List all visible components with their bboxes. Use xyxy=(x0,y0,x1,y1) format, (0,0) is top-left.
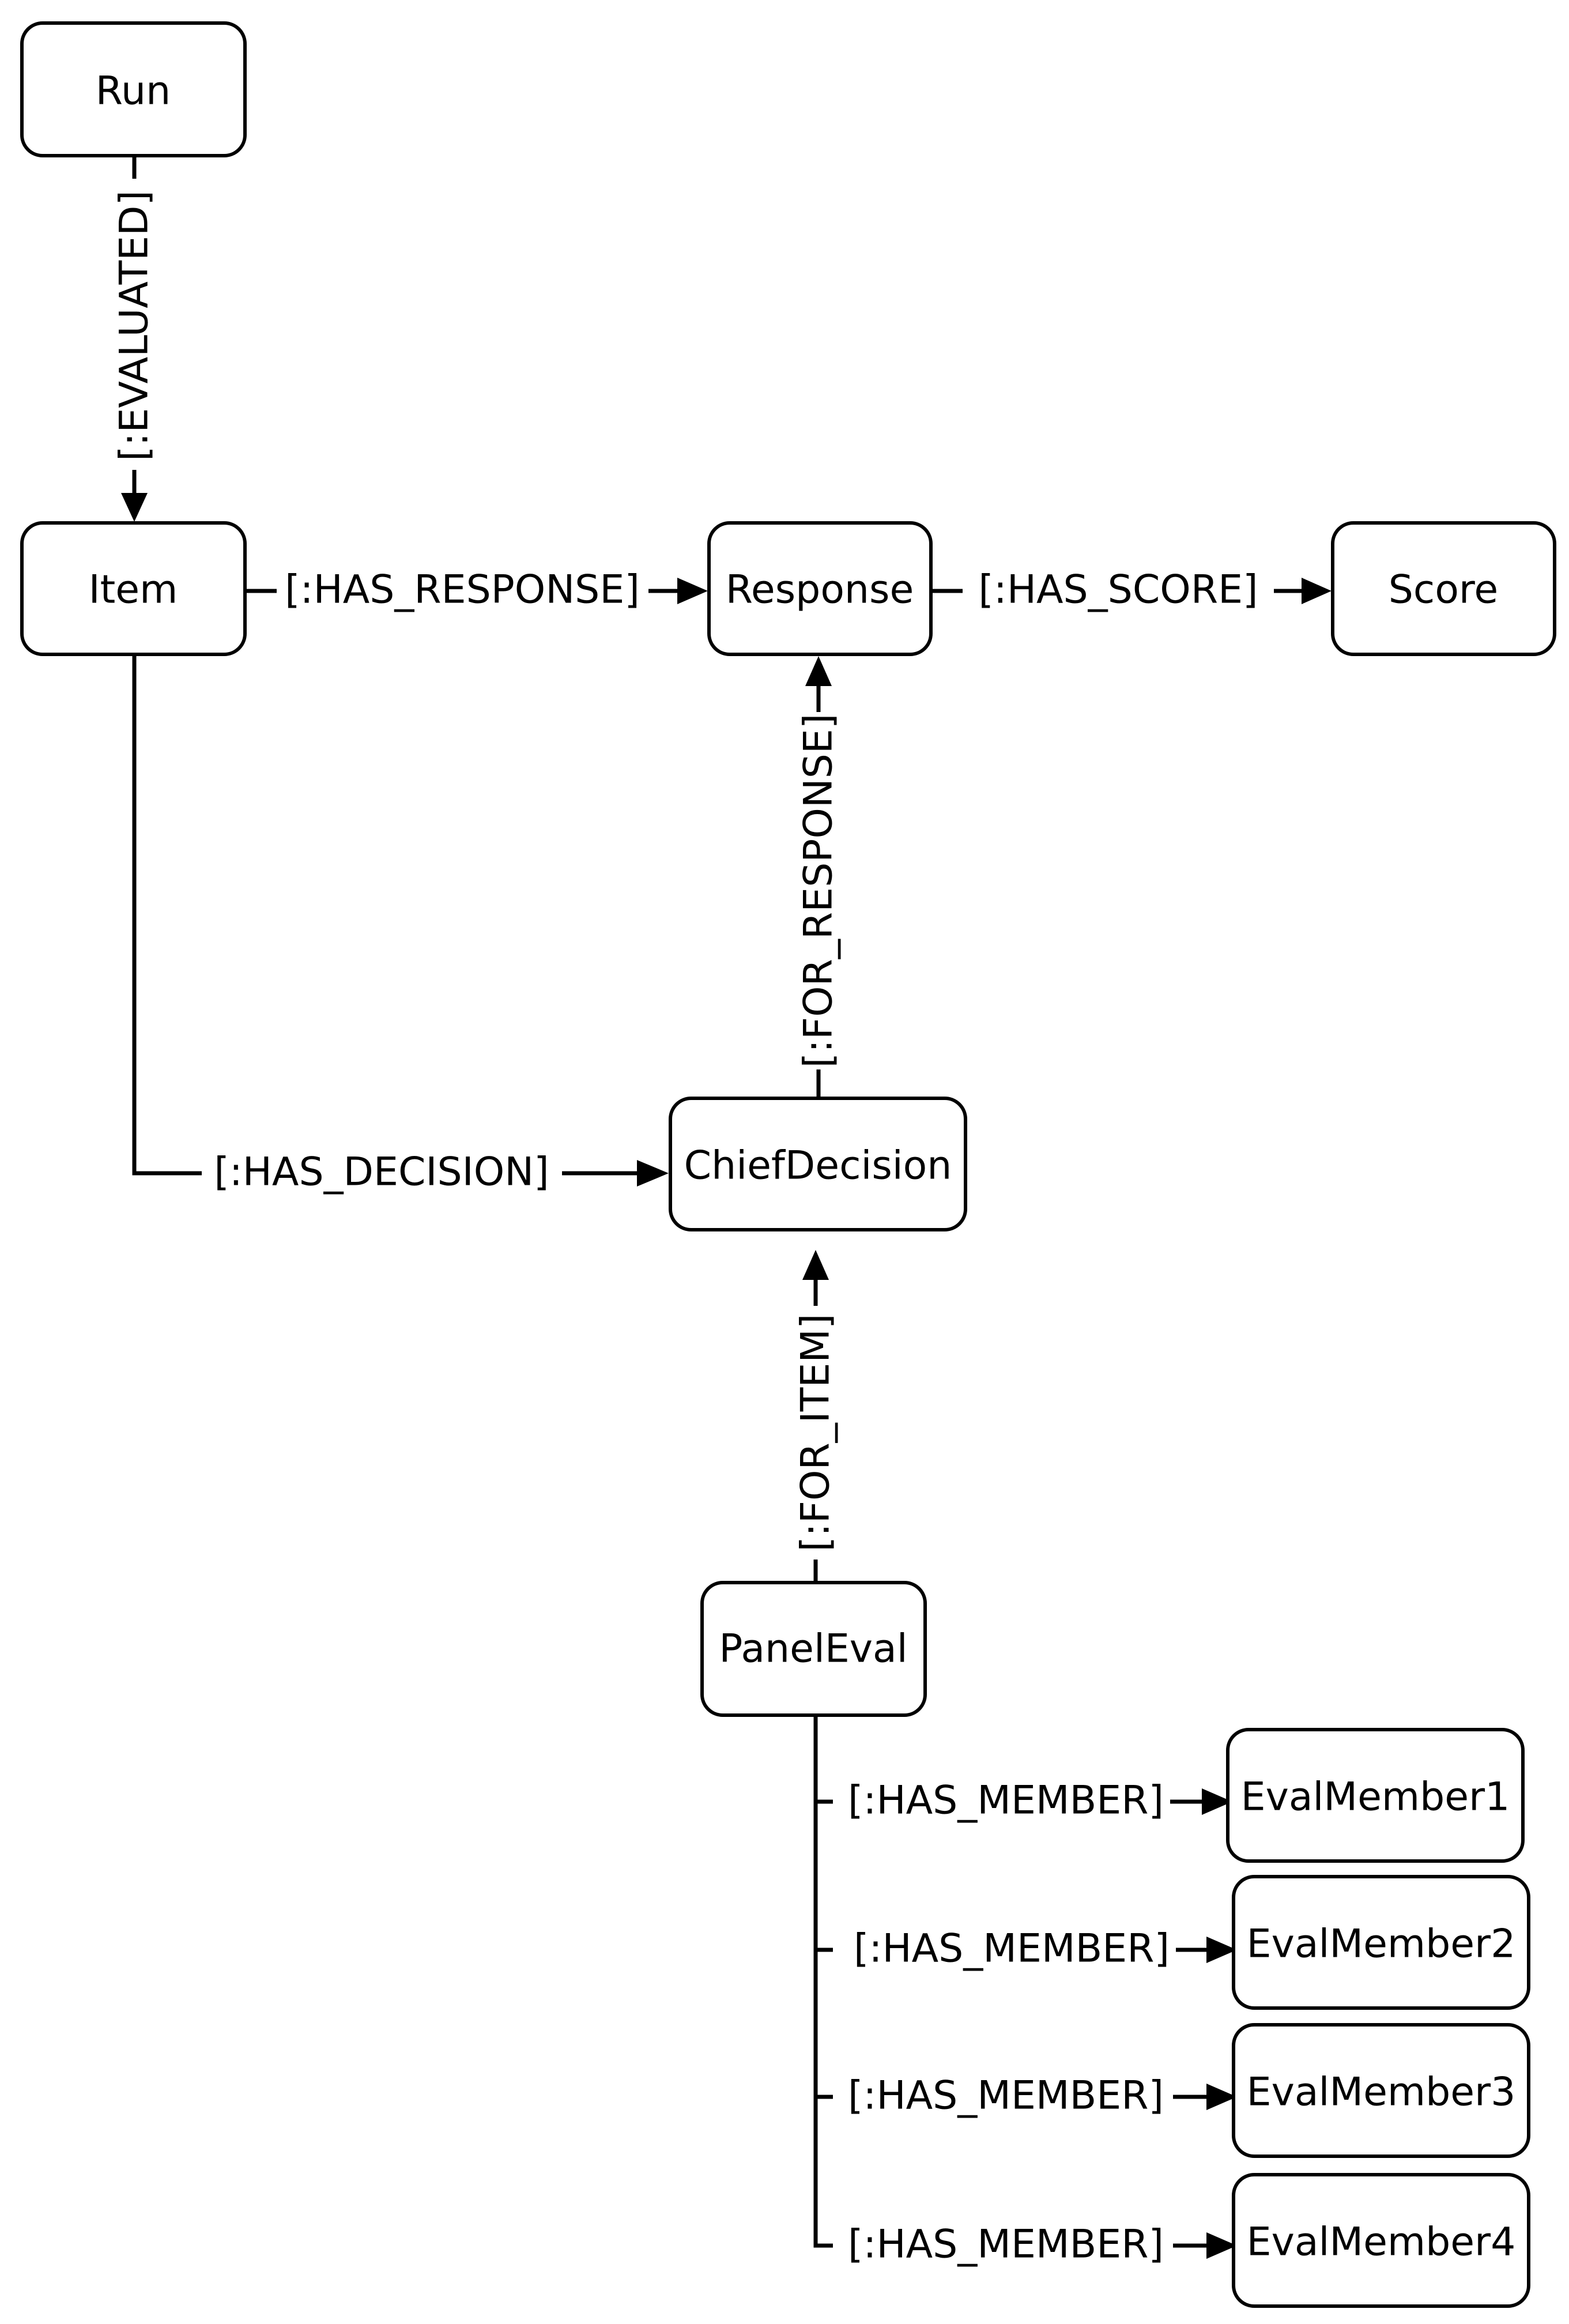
edge-for-item: [:FOR_ITEM] xyxy=(793,1250,839,1583)
node-label-chief-decision: ChiefDecision xyxy=(684,1143,952,1189)
node-label-score: Score xyxy=(1389,567,1498,613)
node-label-panel-eval: PanelEval xyxy=(719,1626,907,1672)
edge-label-has-member-3: [:HAS_MEMBER] xyxy=(848,2073,1164,2119)
edge-label-has-member-1: [:HAS_MEMBER] xyxy=(848,1778,1164,1824)
node-item: Item xyxy=(20,521,247,656)
edge-has-score: [:HAS_SCORE] xyxy=(931,567,1332,613)
edge-label-has-member-2: [:HAS_MEMBER] xyxy=(854,1926,1170,1972)
node-panel-eval: PanelEval xyxy=(700,1581,927,1717)
edge-for-response: [:FOR_RESPONSE] xyxy=(796,656,842,1098)
edge-label-has-decision: [:HAS_DECISION] xyxy=(214,1150,549,1195)
node-label-eval-member-1: EvalMember1 xyxy=(1241,1775,1510,1820)
edge-has-decision: [:HAS_DECISION] xyxy=(132,654,669,1195)
node-response: Response xyxy=(707,521,933,656)
edge-has-member-4: [:HAS_MEMBER] xyxy=(848,2222,1237,2267)
edge-evaluated: [:EVALUATED] xyxy=(112,156,157,522)
node-label-eval-member-3: EvalMember3 xyxy=(1247,2070,1516,2115)
node-eval-member-1: EvalMember1 xyxy=(1226,1728,1525,1863)
edge-has-response: [:HAS_RESPONSE] xyxy=(245,567,708,613)
edge-label-has-response: [:HAS_RESPONSE] xyxy=(285,567,640,613)
edge-label-has-score: [:HAS_SCORE] xyxy=(978,567,1258,613)
member-trunk xyxy=(813,1715,833,2248)
edge-has-member-1: [:HAS_MEMBER] xyxy=(816,1778,1232,1824)
node-eval-member-4: EvalMember4 xyxy=(1232,2173,1530,2308)
edge-has-member-3: [:HAS_MEMBER] xyxy=(816,2073,1237,2119)
node-eval-member-3: EvalMember3 xyxy=(1232,2023,1530,2158)
node-label-item: Item xyxy=(89,567,178,613)
node-label-run: Run xyxy=(96,69,171,114)
edge-label-for-response: [:FOR_RESPONSE] xyxy=(796,714,842,1068)
node-label-response: Response xyxy=(726,567,914,613)
edge-label-for-item: [:FOR_ITEM] xyxy=(793,1313,839,1551)
node-eval-member-2: EvalMember2 xyxy=(1232,1875,1530,2010)
node-score: Score xyxy=(1331,521,1556,656)
node-chief-decision: ChiefDecision xyxy=(669,1097,967,1231)
edge-label-has-member-4: [:HAS_MEMBER] xyxy=(848,2222,1164,2267)
node-label-eval-member-4: EvalMember4 xyxy=(1247,2220,1516,2265)
node-run: Run xyxy=(20,21,247,157)
edge-label-evaluated: [:EVALUATED] xyxy=(112,190,157,461)
edge-has-member-2: [:HAS_MEMBER] xyxy=(816,1926,1237,1972)
node-label-eval-member-2: EvalMember2 xyxy=(1247,1922,1516,1967)
